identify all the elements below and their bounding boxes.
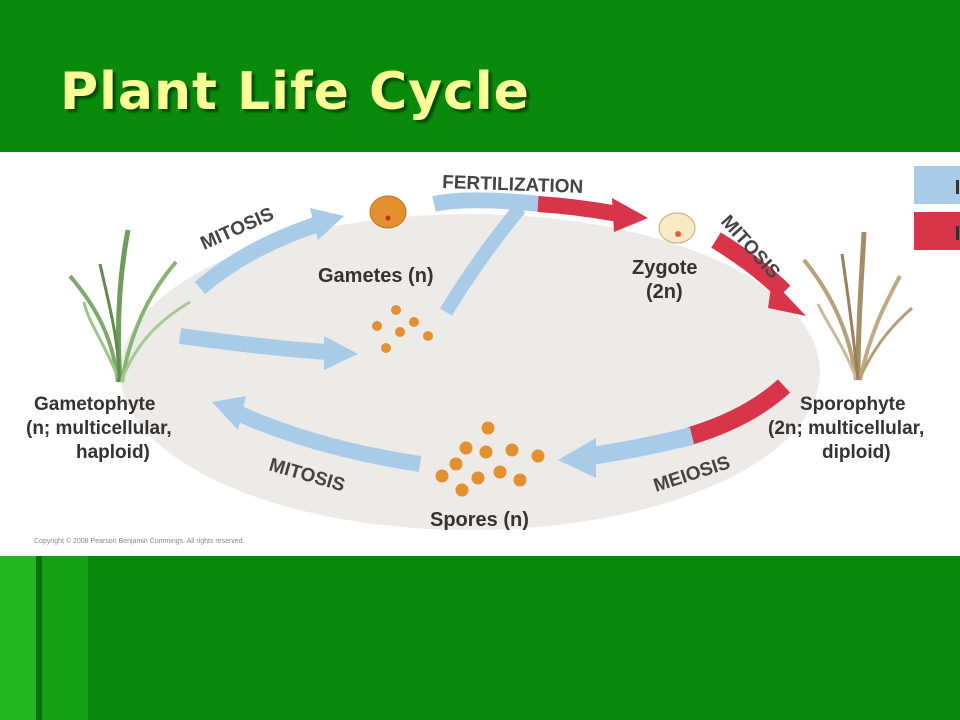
accent-bar-light [0, 556, 36, 720]
arrow-mitosis-top-right [711, 232, 791, 299]
legend-haploid-mark [956, 180, 959, 194]
label-fertilization: FERTILIZATION [442, 172, 584, 198]
arrowhead-meiosis [558, 438, 596, 478]
label-gametes: Gametes (n) [318, 265, 434, 287]
legend-diploid-swatch [914, 212, 960, 250]
arrowhead-fertilization [612, 198, 648, 232]
legend-haploid-swatch [914, 166, 960, 204]
arrow-fertilization-blue [432, 192, 541, 212]
label-spores: Spores (n) [430, 509, 529, 531]
gamete-sperm-cluster [372, 305, 433, 353]
grass-plant-icon [68, 229, 191, 383]
arrow-meiosis-red [687, 379, 791, 445]
arrow-gametophyte-to-gametes [178, 328, 329, 360]
label-sporophyte-line3: diploid) [822, 442, 891, 463]
zygote-cell [658, 212, 696, 244]
arrow-mitosis-top-left [194, 216, 321, 295]
spores-cluster [435, 421, 545, 497]
label-sporophyte-line2: (2n; multicellular, [768, 418, 924, 439]
copyright-text: Copyright © 2008 Pearson Benjamin Cummin… [34, 537, 245, 545]
arrow-fertilization-red [537, 196, 620, 222]
label-gametophyte-line3: haploid) [76, 442, 150, 463]
gamete-egg [369, 195, 407, 229]
arrow-meiosis-blue [588, 427, 695, 465]
label-zygote-line1: Zygote [632, 257, 698, 279]
life-cycle-diagram: MITOSIS FERTILIZATION MITOSIS MEIOSIS MI… [0, 152, 960, 556]
accent-bar-mid [42, 556, 88, 720]
arrow-mitosis-bottom [236, 406, 422, 472]
arrowhead-gametophyte-to-gametes [324, 336, 358, 370]
label-gametophyte-line2: (n; multicellular, [26, 418, 172, 439]
arrow-gamete-join [439, 203, 526, 316]
label-sporophyte-line1: Sporophyte [800, 394, 906, 415]
legend-diploid-mark [956, 226, 959, 240]
dry-grass-plant-icon [802, 231, 913, 381]
arrowhead-mitosis-bottom [212, 396, 246, 430]
label-gametophyte-line1: Gametophyte [34, 394, 155, 415]
label-zygote-line2: (2n) [646, 281, 683, 303]
slide-title: Plant Life Cycle [60, 62, 530, 122]
accent-bar-dark [36, 556, 42, 720]
arrowhead-mitosis-top-right [768, 280, 806, 316]
life-cycle-svg: MITOSIS FERTILIZATION MITOSIS MEIOSIS MI… [26, 166, 960, 545]
arrowhead-mitosis-top-left [310, 208, 344, 240]
